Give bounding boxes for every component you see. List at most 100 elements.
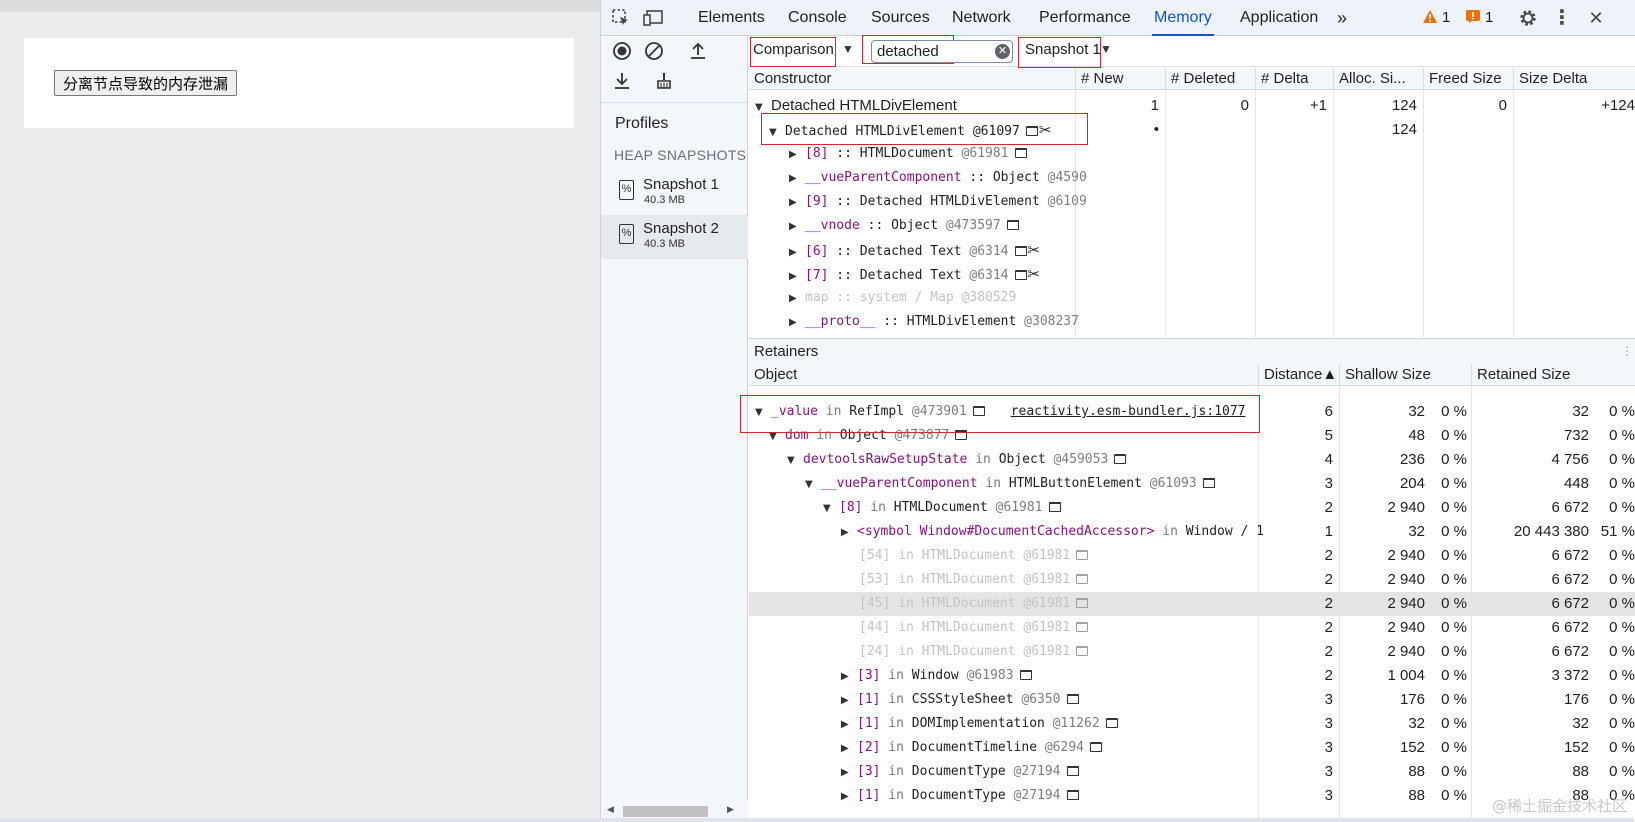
child-row[interactable]: ▶[8] :: HTMLDocument @61981 — [749, 142, 1635, 166]
record-heap-snapshot-icon[interactable] — [611, 40, 633, 62]
reveal-node-icon[interactable] — [972, 406, 985, 416]
reveal-node-icon[interactable] — [1076, 574, 1089, 584]
reveal-node-icon[interactable] — [1066, 790, 1079, 800]
clear-profiles-icon[interactable] — [643, 40, 665, 62]
source-link[interactable]: reactivity.esm-bundler.js:1077 — [1010, 404, 1246, 419]
collapsed-triangle-icon[interactable]: ▶ — [789, 271, 797, 282]
close-devtools-icon[interactable]: ✕ — [1588, 8, 1604, 28]
collapsed-triangle-icon[interactable]: ▶ — [789, 317, 797, 328]
view-mode-select[interactable]: Comparison — [753, 41, 834, 58]
child-row[interactable]: ▶map :: system / Map @380529 — [749, 286, 1635, 310]
child-row[interactable]: ▶[7] :: Detached Text @6314✂ — [749, 262, 1635, 286]
col-alloc-size[interactable]: Alloc. Si... — [1333, 68, 1423, 90]
col-distance[interactable]: Distance▲ — [1258, 364, 1339, 386]
expanded-triangle-icon[interactable]: ▼ — [769, 431, 777, 442]
expanded-triangle-icon[interactable]: ▼ — [787, 455, 795, 466]
reveal-node-icon[interactable] — [1076, 598, 1089, 608]
clear-filter-icon[interactable]: ✕ — [995, 44, 1010, 59]
collapsed-triangle-icon[interactable]: ▶ — [841, 671, 849, 682]
reveal-node-icon[interactable] — [1025, 126, 1038, 136]
chevron-down-icon[interactable]: ▼ — [1100, 42, 1112, 56]
memory-leak-demo-button[interactable]: 分离节点导致的内存泄漏 — [54, 70, 238, 96]
collect-garbage-broom-icon[interactable] — [653, 70, 675, 92]
child-row[interactable]: ▶__vnode :: Object @473597 — [749, 214, 1635, 238]
expanded-triangle-icon[interactable]: ▼ — [823, 503, 831, 514]
collapsed-triangle-icon[interactable]: ▶ — [789, 221, 797, 232]
save-profile-download-icon[interactable] — [611, 70, 633, 92]
col-object[interactable]: Object — [754, 366, 798, 383]
expanded-triangle-icon[interactable]: ▼ — [755, 102, 763, 113]
reveal-node-icon[interactable] — [1014, 246, 1027, 256]
reveal-node-icon[interactable] — [1076, 622, 1089, 632]
reveal-node-icon[interactable] — [1006, 220, 1019, 230]
tab-elements[interactable]: Elements — [698, 9, 765, 26]
snapshot-item-1[interactable]: % Snapshot 1 40.3 MB — [601, 171, 748, 215]
reveal-node-icon[interactable] — [1076, 550, 1089, 560]
col-retained-size[interactable]: Retained Size — [1471, 364, 1635, 386]
reveal-node-icon[interactable] — [955, 430, 968, 440]
tab-sources[interactable]: Sources — [871, 9, 930, 26]
col-shallow-size[interactable]: Shallow Size — [1339, 364, 1471, 386]
load-profile-upload-icon[interactable] — [687, 40, 709, 62]
retainer-row[interactable]: ▶<symbol Window#DocumentCachedAccessor> … — [749, 520, 1635, 544]
reveal-node-icon[interactable] — [1048, 502, 1061, 512]
tab-network[interactable]: Network — [952, 9, 1011, 26]
sidebar-horizontal-scrollbar[interactable]: ◀ ▶ — [601, 800, 748, 822]
reveal-node-icon[interactable] — [1114, 454, 1127, 464]
tab-performance[interactable]: Performance — [1039, 9, 1131, 26]
more-tabs-icon[interactable]: » — [1337, 8, 1348, 28]
col-deleted[interactable]: # Deleted — [1165, 68, 1255, 90]
tab-application[interactable]: Application — [1240, 9, 1319, 26]
col-new[interactable]: # New — [1075, 68, 1165, 90]
inspect-element-icon[interactable] — [611, 8, 631, 28]
reveal-node-icon[interactable] — [1105, 718, 1118, 728]
class-filter-input[interactable] — [871, 40, 1013, 63]
tab-memory[interactable]: Memory — [1152, 0, 1214, 36]
reveal-node-icon[interactable] — [1014, 148, 1027, 158]
reveal-node-icon[interactable] — [1090, 742, 1102, 752]
expanded-triangle-icon[interactable]: ▼ — [755, 407, 763, 418]
chevron-down-icon[interactable]: ▼ — [842, 42, 854, 56]
collapsed-triangle-icon[interactable]: ▶ — [841, 527, 849, 538]
collapsed-triangle-icon[interactable]: ▶ — [841, 719, 849, 730]
tab-console[interactable]: Console — [788, 9, 847, 26]
warnings-badge[interactable]: 1 — [1423, 9, 1450, 27]
scroll-left-arrow-icon[interactable]: ◀ — [607, 804, 614, 814]
collapsed-triangle-icon[interactable]: ▶ — [841, 767, 849, 778]
collapsed-triangle-icon[interactable]: ▶ — [841, 743, 849, 754]
reveal-node-icon[interactable] — [1202, 478, 1215, 488]
child-row[interactable]: ▶[6] :: Detached Text @6314✂ — [749, 238, 1635, 262]
issues-badge[interactable]: 1 — [1466, 9, 1493, 27]
collapsed-triangle-icon[interactable]: ▶ — [789, 293, 797, 304]
collapsed-triangle-icon[interactable]: ▶ — [789, 247, 797, 258]
col-size-delta[interactable]: Size Delta — [1513, 68, 1635, 90]
scroll-right-arrow-icon[interactable]: ▶ — [727, 804, 734, 814]
more-options-kebab-icon[interactable]: ⋮ — [1552, 7, 1572, 29]
settings-gear-icon[interactable] — [1518, 8, 1538, 28]
collapsed-triangle-icon[interactable]: ▶ — [841, 695, 849, 706]
collapsed-triangle-icon[interactable]: ▶ — [789, 149, 797, 160]
scrollbar-thumb[interactable] — [623, 806, 708, 817]
collapsed-triangle-icon[interactable]: ▶ — [841, 791, 849, 802]
reveal-node-icon[interactable] — [1076, 646, 1089, 656]
collapsed-triangle-icon[interactable]: ▶ — [789, 197, 797, 208]
reveal-node-icon[interactable] — [1014, 270, 1027, 280]
child-row[interactable]: ▶__vueParentComponent :: Object @4590 — [749, 166, 1635, 190]
reveal-node-icon[interactable] — [1066, 694, 1079, 704]
resize-handle-icon[interactable]: ⋮ — [1621, 344, 1633, 358]
retainer-row[interactable]: ▼__vueParentComponent in HTMLButtonEleme… — [749, 472, 1635, 496]
col-freed-size[interactable]: Freed Size — [1423, 68, 1513, 90]
detached-instance-row[interactable]: ▼Detached HTMLDivElement @61097✂ • 124 — [749, 118, 1635, 142]
expanded-triangle-icon[interactable]: ▼ — [805, 479, 813, 490]
